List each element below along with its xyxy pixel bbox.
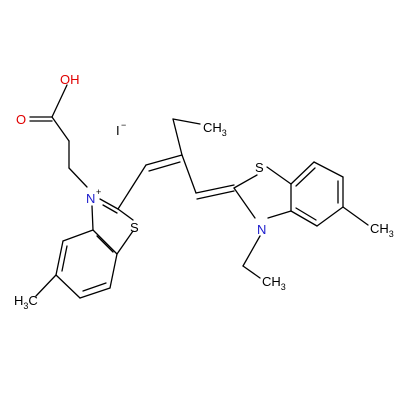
bond-c2r-s — [233, 174, 258, 189]
bond-c-ch — [181, 154, 197, 194]
bond-ch-c-double-2 — [148, 161, 181, 172]
bond-c7ar-c7r — [290, 161, 315, 185]
nitrogen-charge: + — [96, 187, 101, 197]
bond-ch-c-double-1 — [145, 154, 183, 166]
bond-c5r-methyl — [342, 206, 369, 226]
iodide-charge: − — [121, 120, 126, 130]
bond-c7-c6-inner — [82, 282, 107, 292]
bond-s-c7ar — [266, 166, 292, 185]
ethyl-methyl-ch: CH — [262, 274, 281, 289]
bond-c4r-c3ar-inner — [295, 207, 317, 221]
bond-n-c2 — [99, 198, 119, 210]
bond-c3a-c7a — [92, 229, 118, 255]
bond-n-ethyl-ch2 — [242, 235, 261, 267]
bond-s-c7a — [116, 230, 134, 255]
sulfur-left-label: S — [130, 220, 139, 235]
bond-c4-c3a — [62, 229, 94, 242]
bond-ethyl-ch2-ch3-right — [242, 265, 261, 279]
bond-ch-c2-right-double-1 — [195, 184, 235, 194]
chain-methyl-ch: CH — [203, 120, 222, 135]
bond-c-ethyl-ch2 — [172, 118, 183, 156]
bond-c2-ch — [117, 164, 147, 210]
bond-c2r-n — [233, 187, 256, 219]
sulfur-right-label: S — [255, 160, 264, 175]
bond-c7ar-c7r-inner — [295, 167, 316, 187]
bond-c-oh — [51, 84, 68, 118]
bond-c2-s — [117, 208, 134, 221]
iodide-label: I — [116, 123, 120, 138]
right-methyl-label: CH3 — [370, 221, 394, 239]
bond-c7-c6 — [79, 287, 111, 299]
chain-methyl-label: CH3 — [203, 120, 227, 138]
bond-ethyl-ch2-ch3 — [172, 118, 201, 125]
nitrogen-right-label: N — [257, 222, 266, 237]
left-methyl-sub: 3 — [23, 301, 28, 311]
bond-ch-c2-right-double-2 — [196, 190, 235, 200]
right-methyl-ch: CH — [370, 221, 389, 236]
carbonyl-oxygen-label: O — [16, 112, 26, 127]
ethyl-methyl-sub: 3 — [281, 282, 286, 292]
bond-carboxyl-ch2 — [51, 116, 70, 142]
left-methyl-label: H3C — [14, 293, 38, 311]
hydroxyl-label: OH — [60, 72, 80, 87]
bond-c5-methyl — [35, 274, 57, 297]
bond-n-c2-double — [102, 204, 118, 214]
bond-c5r-c4r — [316, 206, 344, 227]
bond-n-c3a — [91, 205, 94, 231]
bond-c5-c4 — [55, 240, 64, 276]
nitrogen-plus-label: N — [86, 191, 95, 206]
ethyl-methyl-label: CH3 — [262, 274, 286, 292]
bond-c7r-c6r — [313, 161, 344, 178]
bond-c5-c4-inner — [61, 245, 68, 272]
bond-c4r-c3ar — [290, 210, 318, 227]
right-methyl-sub: 3 — [389, 229, 394, 239]
bond-c3a-c7a-inner — [96, 235, 114, 253]
bond-c6-c5 — [55, 274, 81, 299]
bond-n-c3ar — [267, 210, 292, 219]
bond-c7a-c7 — [109, 253, 118, 289]
bond-ch2-n — [68, 167, 88, 188]
chain-methyl-sub: 3 — [222, 128, 227, 138]
left-methyl-c: C — [28, 293, 37, 308]
left-methyl-h: H — [14, 293, 23, 308]
